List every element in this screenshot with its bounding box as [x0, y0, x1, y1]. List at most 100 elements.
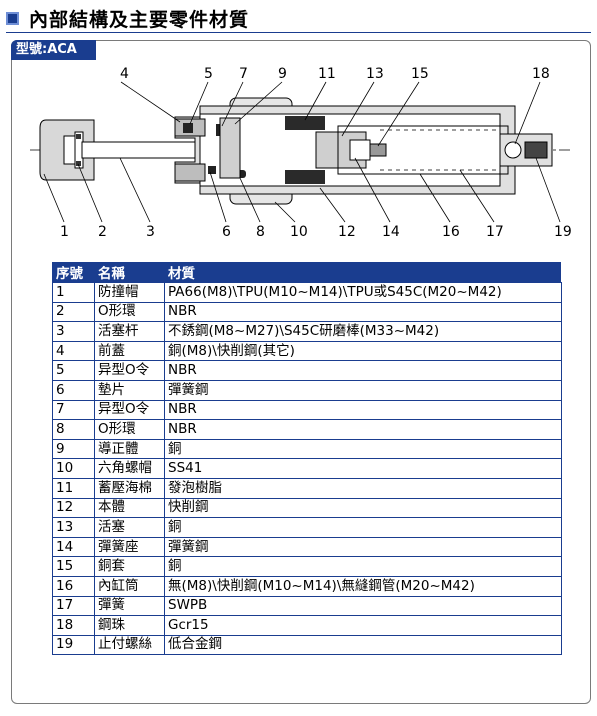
cell-name: O形環: [94, 419, 165, 440]
label-10: 10: [290, 224, 308, 240]
label-15: 15: [411, 66, 429, 82]
sponge-bottom: [285, 170, 325, 184]
header-divider: [6, 32, 591, 33]
header-no: 序號: [52, 262, 95, 283]
guide-body: [219, 117, 241, 179]
cell-material: PA66(M8)\TPU(M10~M14)\TPU或S45C(M20~M42): [164, 282, 562, 303]
cell-no: 17: [52, 595, 95, 617]
header-material: 材質: [164, 262, 561, 283]
cell-material: NBR: [164, 360, 562, 381]
cell-name: 鋼珠: [94, 615, 165, 636]
cell-no: 19: [52, 634, 95, 656]
cell-name: 本體: [94, 497, 165, 519]
cell-material: NBR: [164, 419, 562, 440]
cell-material: SWPB: [164, 595, 562, 617]
header-name: 名稱: [94, 262, 165, 283]
cell-material: 不銹鋼(M8~M27)\S45C研磨棒(M33~M42): [164, 321, 562, 342]
cell-no: 5: [52, 360, 95, 381]
cell-name: O形環: [94, 301, 165, 323]
label-6: 6: [222, 224, 231, 240]
bumper-cap: [39, 119, 95, 181]
cross-section-diagram: 4 5 7 9 11 13 15 18 1 2 3 6 8 10 12 14 1…: [30, 66, 572, 240]
label-1: 1: [60, 224, 69, 240]
cell-no: 1: [52, 282, 95, 303]
label-5: 5: [204, 66, 213, 82]
cell-material: NBR: [164, 301, 562, 323]
front-cover-lower: [174, 163, 206, 182]
bottom-labels: 1 2 3 6 8 10 12 14 16 17 19: [43, 157, 572, 240]
cell-material: 銅: [164, 517, 562, 538]
cell-no: 15: [52, 556, 95, 577]
label-2: 2: [98, 224, 107, 240]
label-8: 8: [256, 224, 265, 240]
label-12: 12: [338, 224, 356, 240]
cell-name: 活塞杆: [94, 321, 165, 342]
cell-name: 墊片: [94, 379, 165, 401]
top-labels: 4 5 7 9 11 13 15 18: [120, 66, 550, 147]
section-title: 內部結構及主要零件材質: [29, 8, 250, 31]
cell-name: 活塞: [94, 517, 165, 538]
cell-material: 彈簧鋼: [164, 536, 562, 558]
cell-no: 12: [52, 497, 95, 519]
cell-no: 2: [52, 301, 95, 323]
content-panel: [11, 40, 591, 704]
cell-no: 3: [52, 321, 95, 342]
label-19: 19: [554, 224, 572, 240]
cell-no: 7: [52, 399, 95, 421]
cell-no: 4: [52, 340, 95, 362]
cell-name: 异型O令: [94, 360, 165, 381]
label-14: 14: [382, 224, 400, 240]
seal-6: [208, 166, 216, 174]
cell-name: 內缸筒: [94, 575, 165, 597]
cell-name: 導正體: [94, 438, 165, 460]
cell-material: 發泡樹脂: [164, 477, 562, 499]
cell-name: 止付螺絲: [94, 634, 165, 656]
cell-no: 16: [52, 575, 95, 597]
copper-sleeve: [369, 143, 387, 157]
cell-no: 6: [52, 379, 95, 401]
set-screw: [524, 141, 548, 159]
cell-material: 彈簧鋼: [164, 379, 562, 401]
cell-no: 9: [52, 438, 95, 460]
cell-name: 蓄壓海棉: [94, 477, 165, 499]
model-label: 型號:ACA: [11, 40, 96, 60]
cell-material: 銅(M8)\快削鋼(其它): [164, 340, 562, 362]
section-header: 內部結構及主要零件材質: [6, 6, 250, 31]
spring-seat: [349, 139, 371, 161]
sponge-top: [285, 116, 325, 130]
cell-no: 18: [52, 615, 95, 636]
cell-material: Gcr15: [164, 615, 562, 636]
table-header-row: 序號 名稱 材質: [52, 262, 561, 283]
label-17: 17: [486, 224, 504, 240]
label-4: 4: [120, 66, 129, 82]
cell-name: 彈簧座: [94, 536, 165, 558]
cell-material: NBR: [164, 399, 562, 421]
label-9: 9: [278, 66, 287, 82]
cell-no: 10: [52, 458, 95, 479]
cell-material: 銅: [164, 556, 562, 577]
cell-name: 前蓋: [94, 340, 165, 362]
label-18: 18: [532, 66, 550, 82]
cell-no: 11: [52, 477, 95, 499]
cell-no: 8: [52, 419, 95, 440]
label-11: 11: [318, 66, 336, 82]
label-16: 16: [442, 224, 460, 240]
